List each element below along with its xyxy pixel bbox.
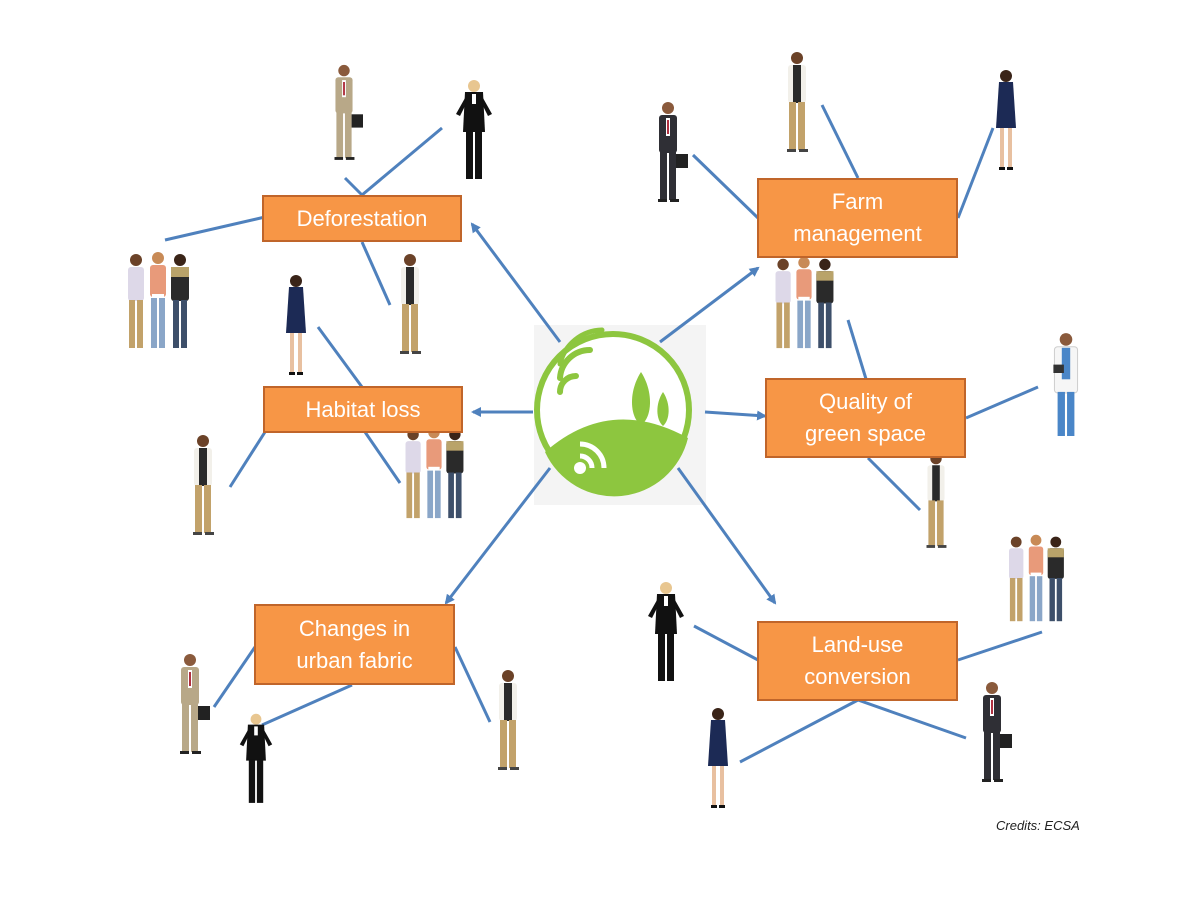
credits-text: Credits: ECSA <box>996 818 1080 833</box>
person-doctor-icon <box>1052 332 1079 437</box>
person-businessman-icon <box>658 102 688 202</box>
person-young-man-icon <box>193 435 214 535</box>
topic-land-use-conversion: Land-use conversion <box>757 621 958 701</box>
person-young-man-icon <box>400 254 421 354</box>
tree-icon <box>657 392 669 426</box>
central-logo <box>534 327 692 497</box>
hill-shape <box>545 419 688 497</box>
person-businessman-icon <box>180 654 210 754</box>
arrow-to-farm-management <box>659 266 760 344</box>
topic-habitat-loss: Habitat loss <box>263 386 463 433</box>
topic-label: Deforestation <box>296 205 428 231</box>
topic-label: green space <box>804 421 927 446</box>
topic-changes-in-urban-fabric: Changes in urban fabric <box>254 604 455 685</box>
person-group-icon <box>775 256 834 349</box>
person-group-icon <box>405 426 464 519</box>
topic-label: Farm <box>831 189 884 215</box>
person-young-man-icon <box>498 670 519 770</box>
hub-arrows <box>444 222 777 605</box>
topic-label: Quality of <box>819 389 912 415</box>
signal-waves-icon <box>574 441 607 474</box>
topic-quality-of-green-space: Quality of green space <box>765 378 966 458</box>
people-connectors <box>164 104 1043 764</box>
topic-label: management <box>793 221 922 246</box>
person-businesswoman-icon <box>456 80 492 179</box>
topic-label: Changes in <box>298 615 411 641</box>
topic-label: conversion <box>804 664 911 689</box>
tree-icon <box>631 372 651 425</box>
arrow-to-quality-of-green-space <box>704 410 767 421</box>
person-businesswoman-icon <box>239 713 273 803</box>
person-group-icon <box>128 252 189 348</box>
person-woman-dress-icon <box>286 275 306 375</box>
topic-farm-management: Farm management <box>757 178 958 258</box>
arrow-to-changes-in-urban-fabric <box>444 467 552 605</box>
arrow-to-land-use-conversion <box>676 467 777 605</box>
person-businesswoman-icon <box>648 582 684 681</box>
signal-waves-icon <box>557 327 605 395</box>
person-businessman-icon <box>334 64 363 160</box>
person-woman-dress-icon <box>996 70 1016 170</box>
arrow-to-deforestation <box>470 222 562 343</box>
person-businessman-icon <box>982 682 1012 782</box>
topic-label: Habitat loss <box>305 396 421 422</box>
topic-label: urban fabric <box>296 647 413 673</box>
person-group-icon <box>1009 534 1064 622</box>
topic-label: Land-use <box>811 632 904 658</box>
person-young-man-icon <box>926 452 947 548</box>
person-young-man-icon <box>787 52 808 152</box>
person-woman-dress-icon <box>708 708 728 808</box>
topic-deforestation: Deforestation <box>262 195 462 242</box>
